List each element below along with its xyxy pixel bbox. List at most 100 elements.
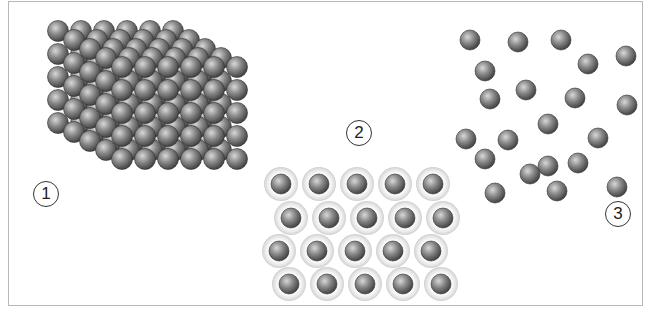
liquid-particle bbox=[309, 174, 329, 194]
callout-number: 3 bbox=[605, 201, 631, 227]
gas-particle bbox=[547, 181, 567, 201]
solid-particle bbox=[181, 126, 202, 147]
solid-particle bbox=[158, 126, 179, 147]
gas-particle bbox=[565, 88, 585, 108]
solid-particle bbox=[227, 126, 248, 147]
particle-halo bbox=[386, 267, 420, 301]
gas-particle bbox=[516, 80, 536, 100]
solid-particle bbox=[135, 126, 156, 147]
gas-particle bbox=[588, 128, 608, 148]
solid-particle bbox=[204, 126, 225, 147]
particle-halo bbox=[310, 267, 344, 301]
liquid-particle bbox=[433, 208, 453, 228]
particle-halo bbox=[262, 234, 296, 268]
gas-particle bbox=[607, 177, 627, 197]
solid-particle bbox=[112, 80, 133, 101]
callout-number: 2 bbox=[346, 120, 372, 146]
solid-particle bbox=[135, 80, 156, 101]
solid-particle bbox=[227, 149, 248, 170]
particle-halo bbox=[272, 267, 306, 301]
solid-particle bbox=[227, 103, 248, 124]
particle-halo bbox=[414, 234, 448, 268]
gas-particle bbox=[456, 129, 476, 149]
liquid-particle bbox=[307, 241, 327, 261]
particle-halo bbox=[302, 167, 336, 201]
callout-number: 1 bbox=[33, 181, 59, 207]
liquid-particle bbox=[345, 241, 365, 261]
particle-halo bbox=[274, 201, 308, 235]
liquid-particle bbox=[421, 241, 441, 261]
particle-halo bbox=[312, 201, 346, 235]
particle-halo bbox=[300, 234, 334, 268]
solid-particle bbox=[181, 103, 202, 124]
liquid-particle bbox=[269, 241, 289, 261]
solid-particle bbox=[158, 57, 179, 78]
solid-particle bbox=[135, 103, 156, 124]
solid-particle bbox=[204, 57, 225, 78]
liquid-particle bbox=[319, 208, 339, 228]
particle-halo bbox=[350, 201, 384, 235]
solid-particle bbox=[204, 103, 225, 124]
particle-halo bbox=[264, 167, 298, 201]
solid-particle bbox=[204, 80, 225, 101]
particle-halo bbox=[388, 201, 422, 235]
gas-particle bbox=[498, 130, 518, 150]
liquid-particle bbox=[385, 174, 405, 194]
solid-particle bbox=[112, 57, 133, 78]
solid-particle bbox=[112, 126, 133, 147]
solid-particle bbox=[158, 80, 179, 101]
gas-particle bbox=[520, 164, 540, 184]
gas-particle bbox=[578, 54, 598, 74]
solid-particle bbox=[227, 57, 248, 78]
solid-particle bbox=[181, 149, 202, 170]
liquid-particle bbox=[395, 208, 415, 228]
solid-particle bbox=[181, 57, 202, 78]
particle-halo bbox=[416, 167, 450, 201]
gas-particle bbox=[538, 156, 558, 176]
liquid-particle bbox=[317, 274, 337, 294]
gas-particle bbox=[568, 153, 588, 173]
liquid-particle bbox=[279, 274, 299, 294]
gas-particles bbox=[456, 30, 637, 203]
gas-particle bbox=[475, 61, 495, 81]
solid-particle bbox=[135, 149, 156, 170]
liquid-particle bbox=[393, 274, 413, 294]
liquid-particle bbox=[357, 208, 377, 228]
solid-particle bbox=[135, 57, 156, 78]
solid-particle bbox=[158, 103, 179, 124]
liquid-particle bbox=[383, 241, 403, 261]
particle-halo bbox=[426, 201, 460, 235]
solid-particle bbox=[204, 149, 225, 170]
gas-particle bbox=[460, 30, 480, 50]
gas-particle bbox=[538, 114, 558, 134]
frame bbox=[9, 2, 643, 306]
solid-particle bbox=[227, 80, 248, 101]
particle-halo bbox=[340, 167, 374, 201]
solid-particle bbox=[112, 149, 133, 170]
gas-particle bbox=[485, 183, 505, 203]
gas-particle bbox=[616, 46, 636, 66]
particle-halo bbox=[378, 167, 412, 201]
liquid-particle bbox=[271, 174, 291, 194]
solid-particle bbox=[112, 103, 133, 124]
solid-particle bbox=[181, 80, 202, 101]
gas-particle bbox=[480, 89, 500, 109]
liquid-particle bbox=[423, 174, 443, 194]
solid-particle bbox=[158, 149, 179, 170]
particle-halo bbox=[338, 234, 372, 268]
gas-particle bbox=[551, 30, 571, 50]
particle-halo bbox=[424, 267, 458, 301]
liquid-particle bbox=[355, 274, 375, 294]
gas-particle bbox=[475, 149, 495, 169]
liquid-particles bbox=[262, 167, 460, 301]
solid-lattice bbox=[48, 21, 248, 170]
particle-halo bbox=[348, 267, 382, 301]
liquid-particle bbox=[431, 274, 451, 294]
gas-particle bbox=[508, 32, 528, 52]
gas-particle bbox=[617, 95, 637, 115]
particle-halo bbox=[376, 234, 410, 268]
liquid-particle bbox=[281, 208, 301, 228]
liquid-particle bbox=[347, 174, 367, 194]
